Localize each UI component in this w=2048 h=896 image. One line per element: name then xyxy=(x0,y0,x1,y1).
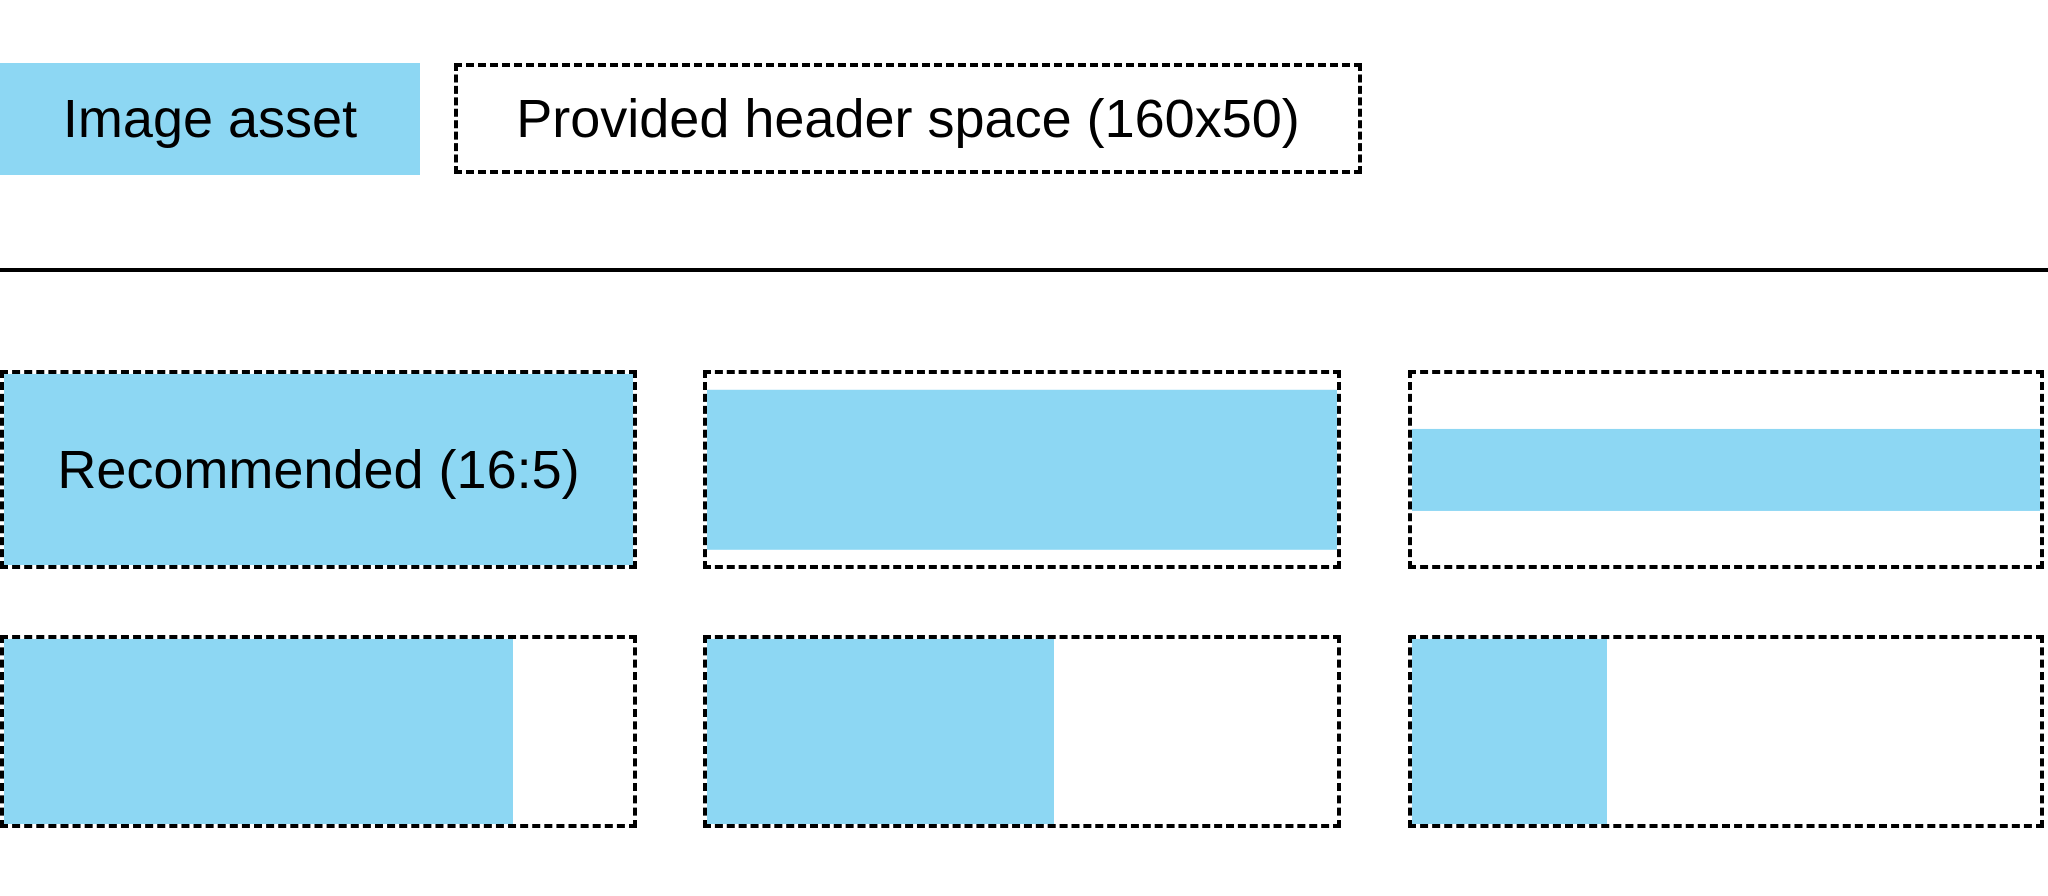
asset-fill xyxy=(707,389,1337,550)
example-cell-short-asset xyxy=(703,370,1341,569)
recommended-label: Recommended (16:5) xyxy=(57,439,580,500)
asset-fill xyxy=(4,374,633,565)
section-divider-line xyxy=(0,268,2048,272)
asset-fill xyxy=(1412,428,2040,511)
image-asset-swatch: Image asset xyxy=(0,63,420,175)
example-cell-narrow-31 xyxy=(1408,635,2044,828)
asset-fill xyxy=(707,639,1054,824)
recommended-label-wrap: Recommended (16:5) xyxy=(4,374,633,565)
example-cell-recommended: Recommended (16:5) xyxy=(0,370,637,569)
example-cell-thin-banner xyxy=(1408,370,2044,569)
asset-fill xyxy=(4,639,514,824)
example-cell-narrow-55 xyxy=(703,635,1341,828)
example-cell-narrow-81 xyxy=(0,635,637,828)
provided-header-space-box: Provided header space (160x50) xyxy=(454,63,1362,174)
asset-fill xyxy=(1412,639,1607,824)
provided-header-space-label: Provided header space (160x50) xyxy=(516,88,1300,149)
image-asset-label: Image asset xyxy=(62,89,358,149)
